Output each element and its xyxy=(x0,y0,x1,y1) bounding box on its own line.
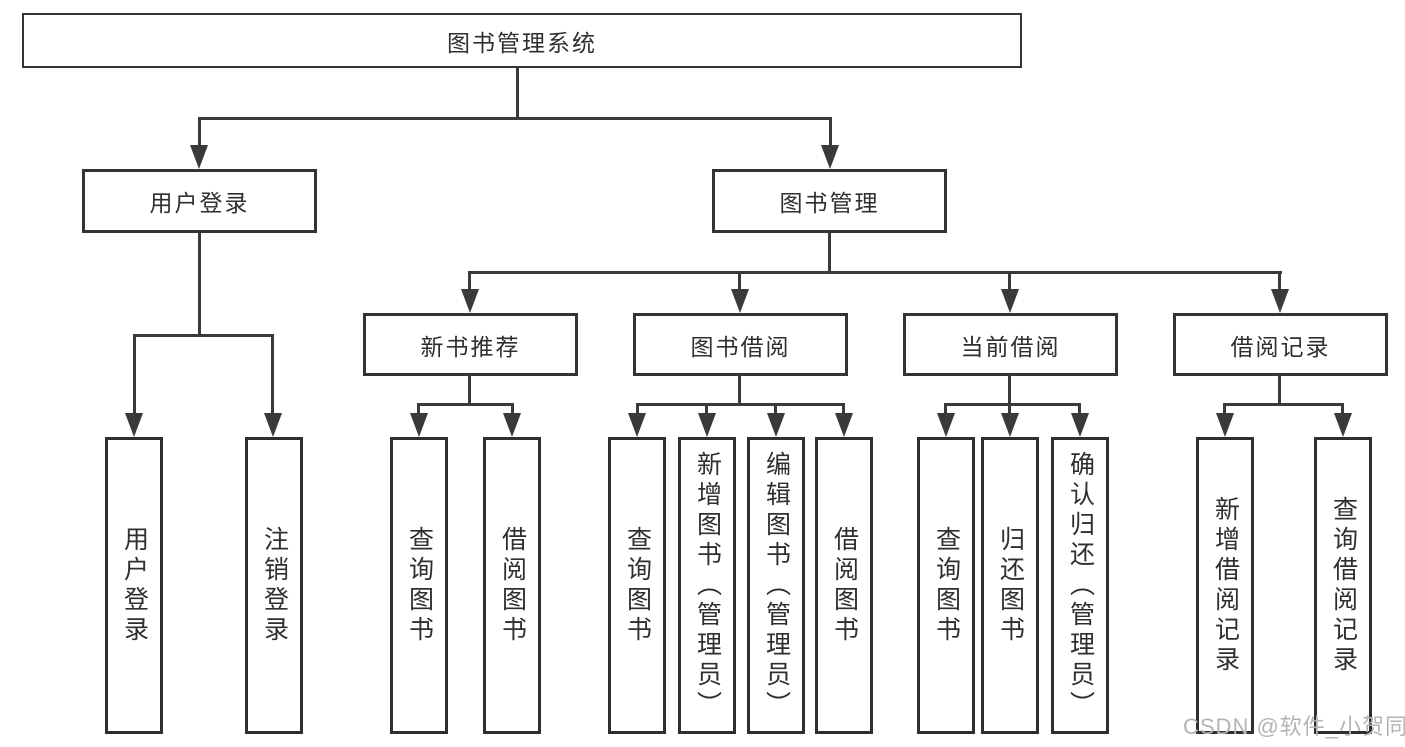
leaf-query-book-borrow: 查询图书 xyxy=(608,437,666,734)
connector-line xyxy=(842,403,845,415)
leaf-confirm-return-admin-label: 确认归还（管理员） xyxy=(1066,450,1095,721)
arrow-down-icon xyxy=(1001,289,1019,313)
arrow-down-icon xyxy=(264,413,282,437)
leaf-query-book-recommend-label: 查询图书 xyxy=(405,525,434,646)
leaf-borrow-book-recommend: 借阅图书 xyxy=(483,437,541,734)
arrow-down-icon xyxy=(628,413,646,437)
node-borrow-record: 借阅记录 xyxy=(1173,313,1388,376)
leaf-query-borrow-record-label: 查询借阅记录 xyxy=(1329,495,1358,676)
connector-line xyxy=(1008,375,1011,406)
connector-line xyxy=(829,117,832,148)
arrow-down-icon xyxy=(125,413,143,437)
node-borrow-record-label: 借阅记录 xyxy=(1230,333,1331,360)
leaf-return-book: 归还图书 xyxy=(981,437,1039,734)
connector-line xyxy=(1008,403,1011,415)
leaf-borrow-book: 借阅图书 xyxy=(815,437,873,734)
node-new-book-recommend-label: 新书推荐 xyxy=(420,333,521,360)
arrow-down-icon xyxy=(821,145,839,169)
node-book-borrow-label: 图书借阅 xyxy=(690,333,791,360)
arrow-down-icon xyxy=(461,289,479,313)
connector-line xyxy=(944,403,1081,406)
leaf-query-borrow-record: 查询借阅记录 xyxy=(1314,437,1372,734)
connector-line xyxy=(1223,403,1344,406)
connector-line xyxy=(1278,375,1281,406)
connector-line xyxy=(417,403,514,406)
arrow-down-icon xyxy=(1271,289,1289,313)
node-current-borrow: 当前借阅 xyxy=(903,313,1118,376)
arrow-down-icon xyxy=(731,289,749,313)
node-root-label: 图书管理系统 xyxy=(447,29,597,56)
connector-line xyxy=(705,403,708,415)
connector-line xyxy=(133,334,136,415)
connector-line xyxy=(417,403,420,415)
leaf-query-book-current-label: 查询图书 xyxy=(932,525,961,646)
connector-line xyxy=(516,67,519,118)
node-user-login: 用户登录 xyxy=(82,169,317,233)
leaf-add-borrow-record-label: 新增借阅记录 xyxy=(1211,495,1240,676)
arrow-down-icon xyxy=(698,413,716,437)
connector-line xyxy=(1223,403,1226,415)
node-book-management: 图书管理 xyxy=(712,169,947,233)
leaf-logout-login-label: 注销登录 xyxy=(260,525,289,646)
connector-line xyxy=(1078,403,1081,415)
connector-line xyxy=(1278,271,1281,292)
connector-line xyxy=(636,403,639,415)
arrow-down-icon xyxy=(1334,413,1352,437)
connector-line xyxy=(271,334,274,415)
connector-line xyxy=(198,233,201,336)
connector-line xyxy=(468,271,471,292)
leaf-query-book-recommend: 查询图书 xyxy=(390,437,448,734)
arrow-down-icon xyxy=(1216,413,1234,437)
node-new-book-recommend: 新书推荐 xyxy=(363,313,578,376)
leaf-add-book-admin-label: 新增图书（管理员） xyxy=(693,450,722,721)
arrow-down-icon xyxy=(767,413,785,437)
connector-line xyxy=(944,403,947,415)
node-book-management-label: 图书管理 xyxy=(779,190,880,216)
leaf-edit-book-admin: 编辑图书（管理员） xyxy=(747,437,805,734)
connector-line xyxy=(133,334,274,337)
connector-line xyxy=(468,375,471,406)
csdn-watermark: CSDN @软件_小贺同学 xyxy=(1183,714,1405,739)
leaf-confirm-return-admin: 确认归还（管理员） xyxy=(1051,437,1109,734)
leaf-user-login-label: 用户登录 xyxy=(120,525,149,646)
arrow-down-icon xyxy=(190,145,208,169)
arrow-down-icon xyxy=(937,413,955,437)
arrow-down-icon xyxy=(503,413,521,437)
connector-line xyxy=(198,117,201,148)
node-current-borrow-label: 当前借阅 xyxy=(960,333,1061,360)
leaf-borrow-book-recommend-label: 借阅图书 xyxy=(498,525,527,646)
connector-line xyxy=(1341,403,1344,415)
connector-line xyxy=(198,117,832,120)
leaf-add-book-admin: 新增图书（管理员） xyxy=(678,437,736,734)
connector-line xyxy=(468,271,1282,274)
leaf-edit-book-admin-label: 编辑图书（管理员） xyxy=(762,450,791,721)
leaf-user-login: 用户登录 xyxy=(105,437,163,734)
connector-line xyxy=(738,271,741,292)
node-root: 图书管理系统 xyxy=(22,13,1022,68)
leaf-add-borrow-record: 新增借阅记录 xyxy=(1196,437,1254,734)
node-user-login-label: 用户登录 xyxy=(149,190,250,216)
arrow-down-icon xyxy=(835,413,853,437)
leaf-borrow-book-label: 借阅图书 xyxy=(830,525,859,646)
leaf-logout-login: 注销登录 xyxy=(245,437,303,734)
connector-line xyxy=(511,403,514,415)
connector-line xyxy=(1008,271,1011,292)
leaf-return-book-label: 归还图书 xyxy=(996,525,1025,646)
node-book-borrow: 图书借阅 xyxy=(633,313,848,376)
leaf-query-book-borrow-label: 查询图书 xyxy=(623,525,652,646)
connector-line xyxy=(636,403,845,406)
arrow-down-icon xyxy=(1001,413,1019,437)
arrow-down-icon xyxy=(410,413,428,437)
connector-line xyxy=(828,233,831,274)
connector-line xyxy=(774,403,777,415)
arrow-down-icon xyxy=(1071,413,1089,437)
connector-line xyxy=(738,375,741,406)
leaf-query-book-current: 查询图书 xyxy=(917,437,975,734)
